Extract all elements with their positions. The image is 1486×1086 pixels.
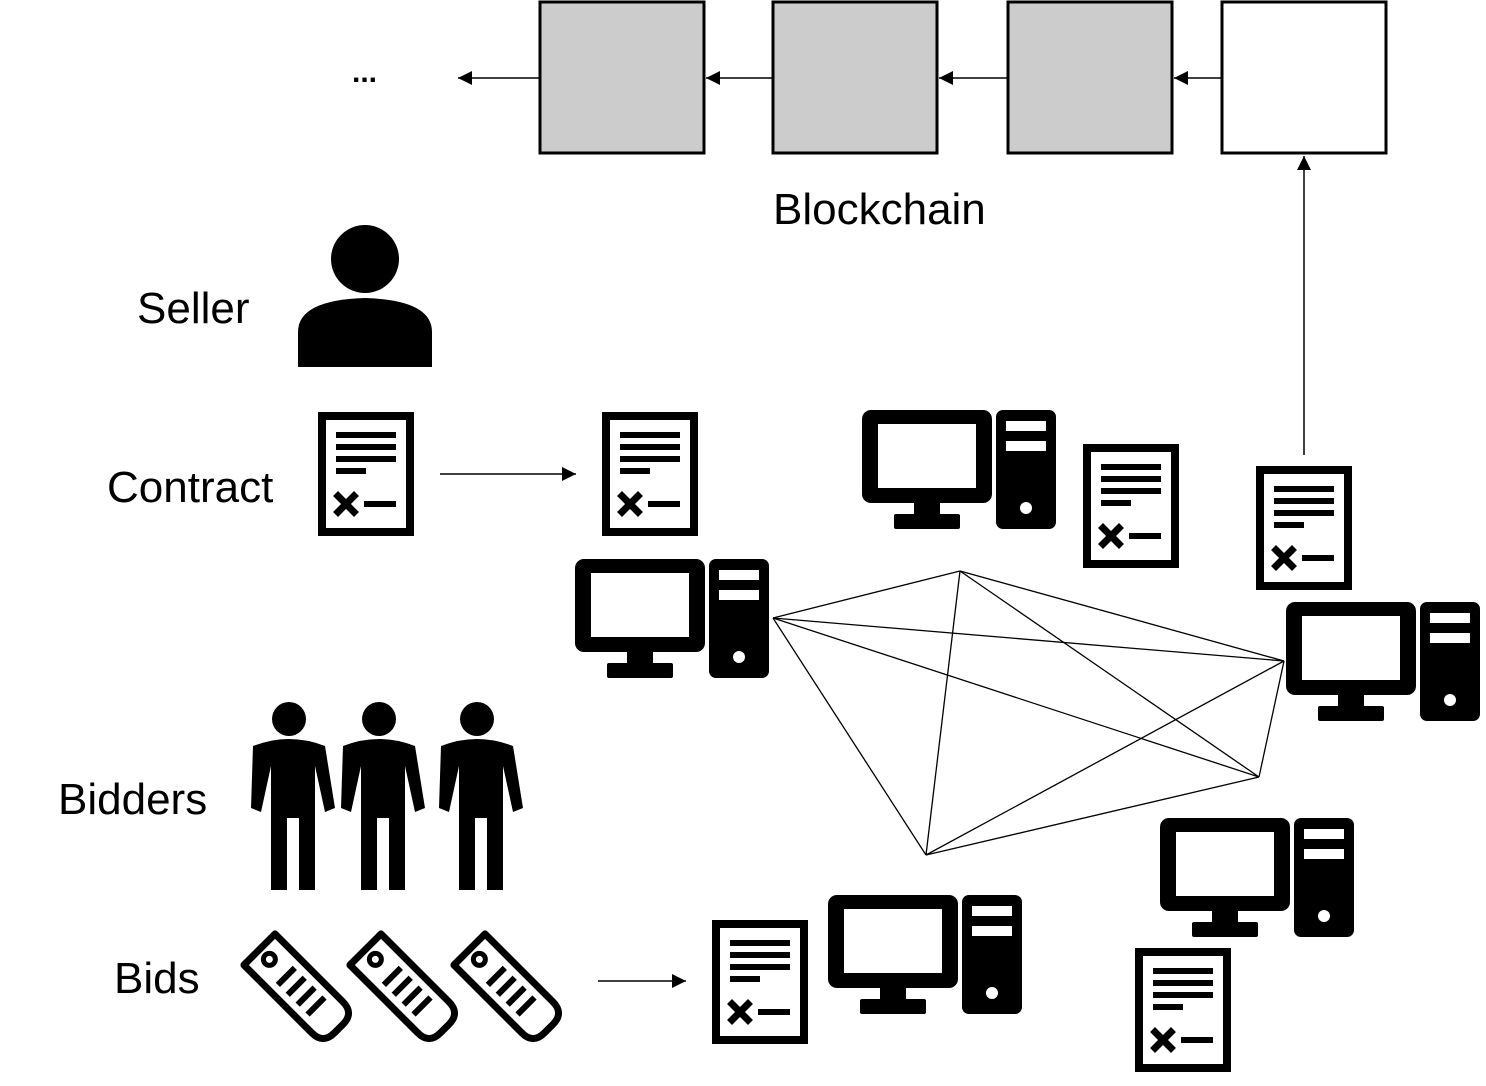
- price-tag-icon: [350, 934, 460, 1044]
- bids-label: Bids: [114, 954, 200, 1003]
- contract-label: Contract: [107, 463, 274, 512]
- chain-block-1: [538, 0, 706, 155]
- price-tag-icon: [244, 934, 354, 1044]
- computer-icon: [828, 895, 1022, 1014]
- chain-block-3: [1006, 0, 1174, 155]
- seller-person-icon: [298, 225, 432, 367]
- seller-label: Seller: [137, 284, 250, 333]
- contract-icon: [1139, 952, 1227, 1068]
- chain-ellipsis: ...: [352, 56, 378, 89]
- bidders-group-icon: [251, 702, 523, 890]
- computer-icon: [1286, 602, 1480, 721]
- price-tag-icon: [454, 934, 564, 1044]
- chain-block-2: [771, 0, 939, 155]
- contract-icon: [1087, 448, 1175, 564]
- computer-icon: [862, 410, 1056, 529]
- blockchain-label: Blockchain: [773, 185, 986, 234]
- computer-icon: [1160, 818, 1354, 937]
- bidders-label: Bidders: [58, 775, 208, 824]
- contract-icon: [606, 416, 694, 532]
- contract-icon: [716, 924, 804, 1040]
- contract-icon: [1260, 470, 1348, 586]
- chain-block-new: [1220, 0, 1388, 155]
- contract-icon: [322, 416, 410, 532]
- bids-price-tags-icon: [244, 934, 564, 1044]
- p2p-network-links: [772, 570, 1285, 856]
- computer-icon: [575, 559, 769, 678]
